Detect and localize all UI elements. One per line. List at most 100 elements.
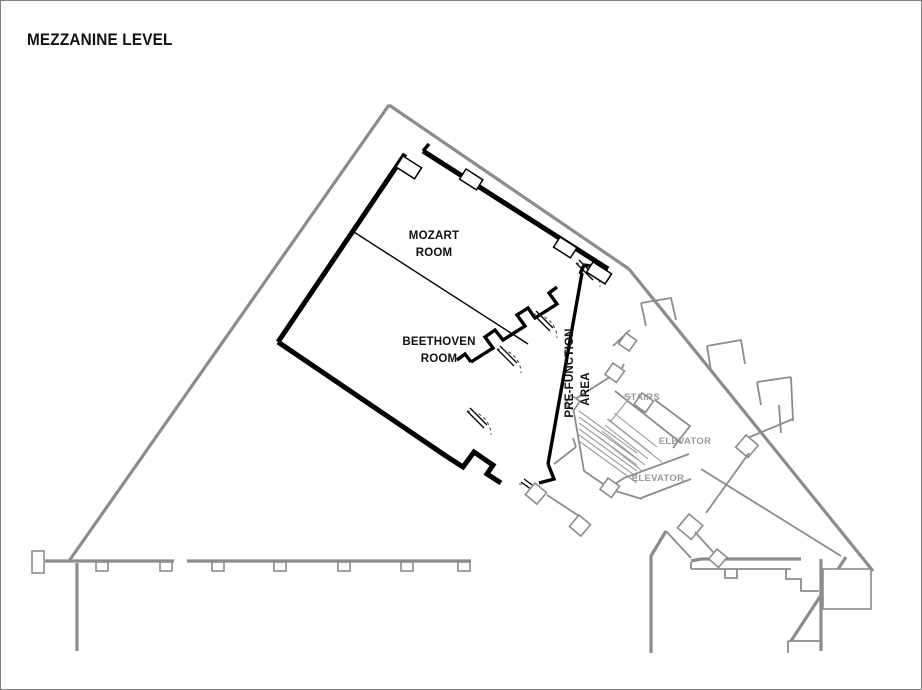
door-leaf-2b (535, 310, 554, 329)
corridor-pilaster-5 (337, 561, 351, 572)
door-swing-arc-2 (532, 313, 558, 339)
prefunction-area-label-line1: PRE-FUNCTION (564, 328, 576, 417)
ballroom-wall-northwest (275, 152, 408, 344)
door-leaf-1a (575, 262, 594, 281)
vertical-circulation-core (563, 361, 692, 500)
core-column-4 (563, 393, 582, 412)
prefunction-outer-wall (538, 272, 584, 485)
door-swing-arc-3 (496, 348, 522, 374)
prefunction-inner-edge-c (572, 437, 577, 448)
ballroom-wall-northeast (421, 148, 610, 272)
exit-column-1 (524, 481, 548, 506)
east-column-1 (734, 433, 760, 459)
east-wing-partitions (640, 296, 794, 514)
room-labels: MOZART ROOM BEETHOVEN ROOM PRE-FUNCTION … (402, 230, 592, 418)
core-wall-mid (614, 390, 682, 444)
elevator-2-shaft-c (640, 478, 692, 499)
adjacent-building-outline (67, 103, 875, 642)
ballroom-wall-southwest (276, 339, 448, 459)
lower-corridor (31, 550, 471, 651)
elevator-2-shaft-b (623, 453, 690, 479)
east-partition-2 (706, 338, 746, 365)
south-exit-corridor (524, 437, 592, 538)
core-column-2 (632, 391, 655, 414)
ballroom-envelope (275, 142, 610, 486)
ballroom-wall-north-notch (421, 142, 431, 153)
door-leaf-4a (466, 410, 485, 429)
east-wall-saw (470, 285, 560, 364)
east-partition-3c (790, 376, 794, 422)
prefunction-area-label-line2: AREA (580, 372, 592, 405)
se-wall-top-a (690, 557, 702, 563)
se-room-box (822, 568, 872, 610)
building-edge-right (627, 267, 875, 573)
se-wall-left-leg (649, 530, 668, 653)
corridor-pilaster-7 (457, 561, 471, 572)
exit-corridor-wall (546, 494, 580, 517)
mozart-beethoven-partition (353, 231, 529, 345)
utility-labels: STAIRS ELEVATOR ELEVATOR (624, 392, 711, 484)
pilaster-ne-2 (552, 235, 578, 259)
stairs-label: STAIRS (624, 392, 660, 403)
southeast-structures (649, 512, 872, 653)
pilaster-ne-1 (458, 167, 484, 191)
ballroom-pilasters (394, 154, 613, 285)
beethoven-room-label-line2: ROOM (421, 353, 458, 365)
ballroom-wall-south-step (444, 448, 503, 486)
stair-treads-lower (578, 410, 638, 484)
roof-diagonal-right (388, 103, 630, 271)
se-column-2 (707, 547, 729, 569)
east-partition-1 (640, 296, 677, 321)
east-partition-3b (756, 381, 762, 406)
corridor-pilaster-6 (400, 561, 414, 572)
page-title: MEZZANINE LEVEL (27, 30, 173, 49)
exit-column-2 (568, 513, 592, 538)
door-leaf-2a (532, 313, 551, 332)
mozart-room-label-line1: MOZART (409, 230, 459, 242)
core-wall-w (571, 400, 585, 472)
se-wall-step (785, 569, 819, 592)
door-set-6 (460, 424, 474, 436)
ne-corridor-b (612, 329, 631, 347)
ne-column-1 (617, 331, 638, 353)
beethoven-room-label-line1: BEETHOVEN (402, 336, 475, 348)
stair-landing-edge (610, 395, 632, 422)
corridor-pilaster-4 (273, 561, 287, 572)
elevator-2-shaft-d (611, 489, 643, 500)
prefunction-inner-edge-b (553, 446, 577, 465)
east-partition-1b (640, 302, 647, 327)
east-partition-5b (744, 418, 794, 440)
core-column-3 (598, 476, 621, 499)
corridor-pilaster-2 (159, 561, 173, 572)
door-swing-arc-4 (466, 410, 492, 436)
se-col-connector (694, 531, 714, 553)
pilaster-nw-1 (394, 154, 423, 180)
elevator-1-shaft (654, 399, 692, 449)
se-wall-notch (724, 569, 738, 579)
east-partition-6 (705, 452, 750, 514)
door-leaf-3b (499, 345, 518, 364)
pilaster-ne-3 (585, 260, 613, 285)
east-wall-jog-bottom (455, 351, 473, 364)
inner-edge-right (700, 468, 842, 557)
se-wall-diag-left (665, 530, 692, 559)
core-column-1 (603, 361, 626, 384)
roof-diagonal-left (67, 104, 391, 562)
door-set-2 (532, 310, 558, 339)
corridor-end-column (31, 550, 45, 574)
east-partition-4 (778, 404, 782, 434)
prefunction-wall-bottom (538, 463, 557, 485)
door-set-3 (496, 345, 522, 374)
elevator-1-label: ELEVATOR (659, 436, 712, 447)
elevator-2-label: ELEVATOR (632, 473, 685, 484)
east-partition-3 (756, 376, 792, 383)
stair-stringer (606, 418, 663, 463)
corridor-pilaster-1 (95, 561, 109, 572)
mozart-room-label-line2: ROOM (416, 247, 453, 259)
door-leaf-3a (496, 348, 515, 367)
door-set-4 (466, 407, 492, 436)
prefunction-wall-left (546, 272, 584, 465)
northeast-corridor (612, 329, 638, 353)
